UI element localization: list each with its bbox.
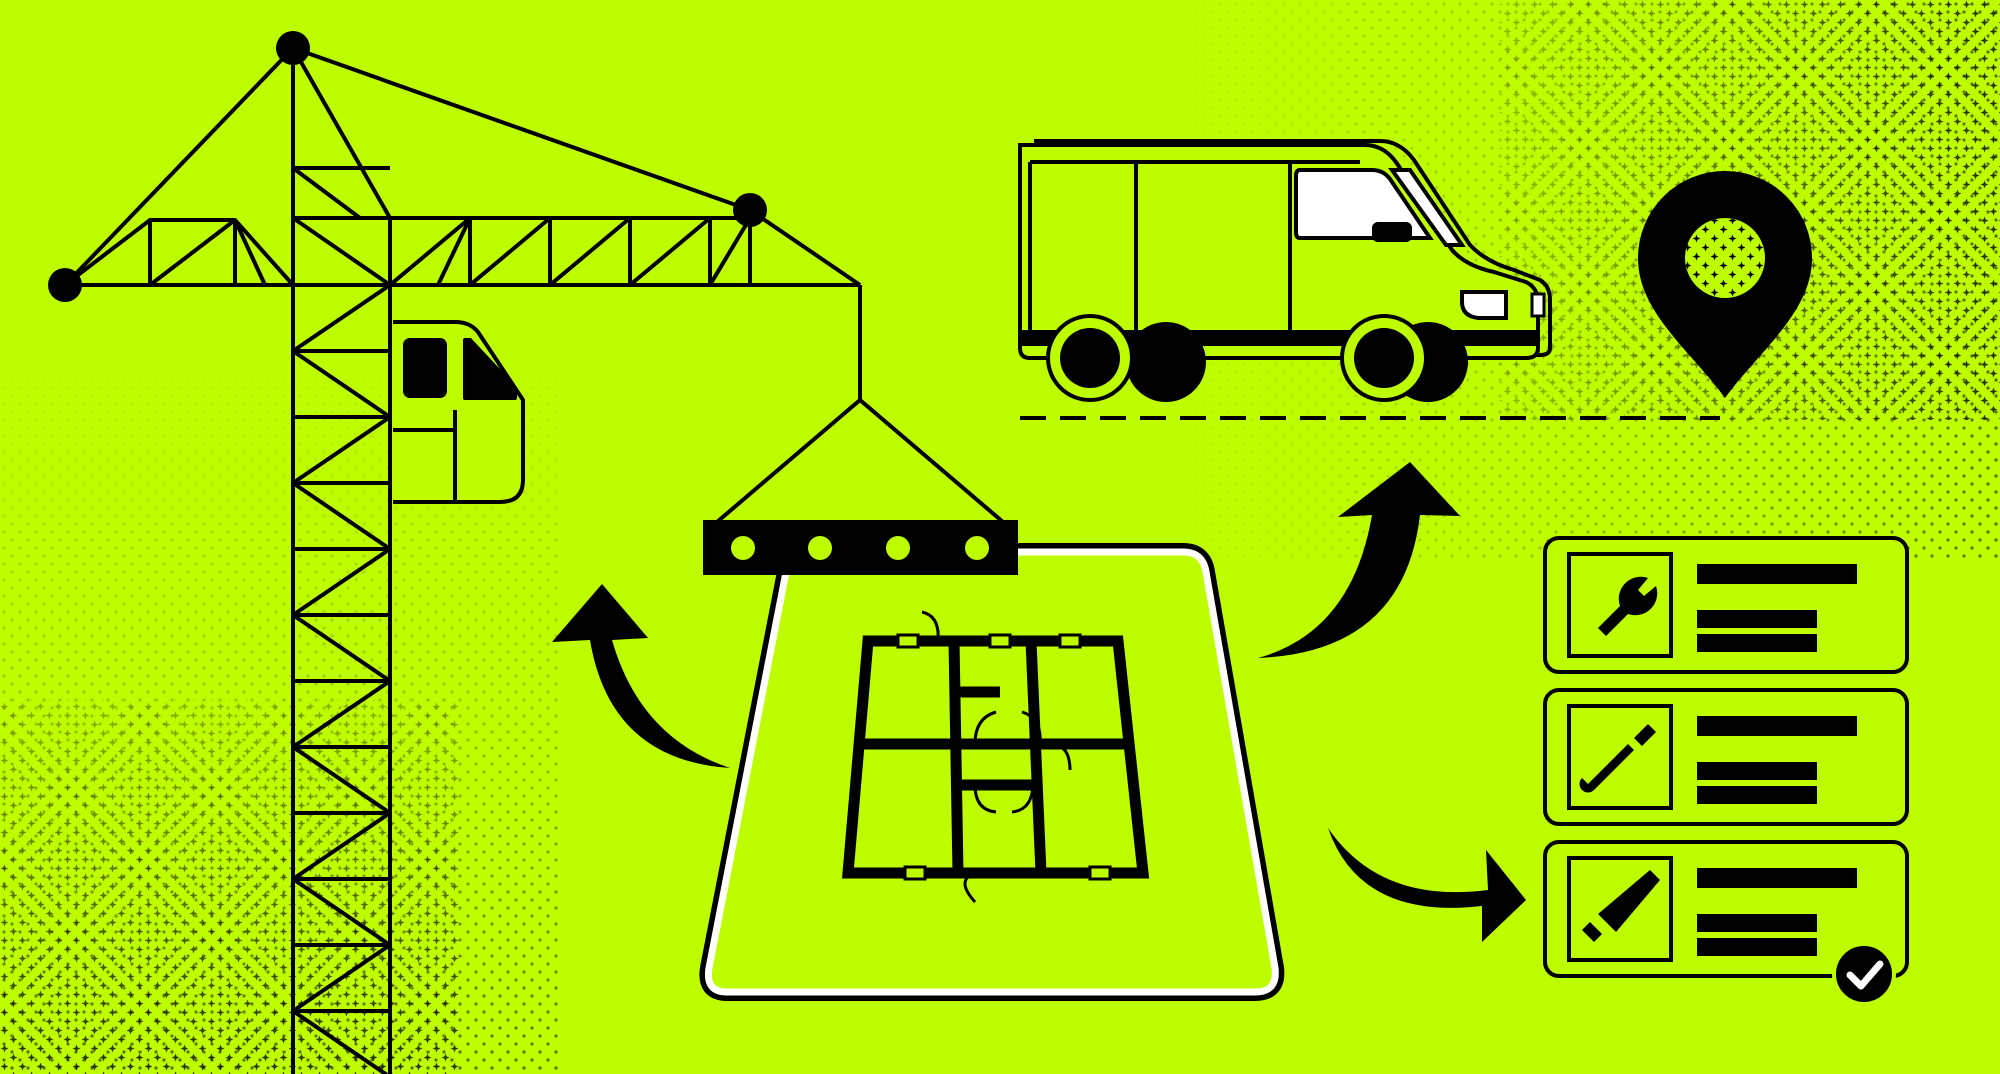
spreader-beam xyxy=(703,520,1018,575)
checkmark-icon xyxy=(1832,942,1896,1006)
location-pin-icon xyxy=(1638,171,1812,398)
crane-cab xyxy=(393,320,525,504)
halftone-texture-right xyxy=(1150,0,2000,560)
saw-icon xyxy=(1582,870,1660,942)
floor-plan-doors xyxy=(921,610,1072,904)
text-line xyxy=(1697,914,1817,932)
text-line xyxy=(1697,610,1817,628)
floor-plan-windows xyxy=(896,633,1112,881)
arrow-to-crane xyxy=(552,584,730,768)
text-line xyxy=(1697,564,1857,584)
tool-checklist xyxy=(1543,536,1909,1006)
crane-main-jib xyxy=(388,208,862,287)
crane-mast xyxy=(291,48,392,1074)
checklist-item xyxy=(1543,688,1909,826)
text-line xyxy=(1697,868,1857,888)
screwdriver-icon xyxy=(1579,724,1656,793)
tower-crane xyxy=(63,46,1005,1074)
checklist-item xyxy=(1543,840,1909,1006)
text-line xyxy=(1697,634,1817,652)
arrow-to-van xyxy=(1258,462,1460,658)
delivery-van xyxy=(1018,139,1552,402)
text-line xyxy=(1697,716,1857,736)
text-line xyxy=(1697,762,1817,780)
crane-counter-jib xyxy=(63,218,295,287)
floor-plan-drawing xyxy=(842,635,1150,879)
text-line xyxy=(1697,786,1817,804)
crane-joints xyxy=(48,31,767,302)
suspended-floor-plan xyxy=(699,520,1285,1001)
flow-arrows xyxy=(552,462,1526,942)
text-line xyxy=(1697,938,1817,956)
wrench-icon xyxy=(1598,576,1658,636)
checklist-item xyxy=(1543,536,1909,674)
van-wheels xyxy=(1046,314,1468,402)
